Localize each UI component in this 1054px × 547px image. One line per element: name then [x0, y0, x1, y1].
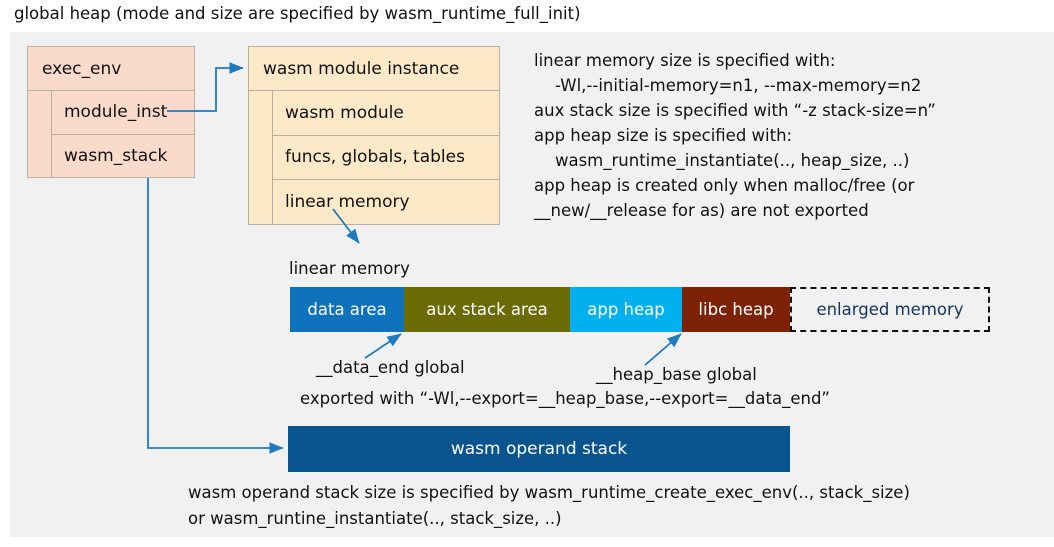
- exec-env-box: exec_env module_inst wasm_stack: [27, 46, 195, 178]
- module-field-linear-memory: linear memory: [285, 192, 410, 213]
- wasm-module-instance-header: wasm module instance: [249, 47, 499, 91]
- exec-env-field-module-inst: module_inst: [52, 91, 194, 135]
- wasm-module-instance-gutter: [249, 91, 273, 225]
- memory-segment-aux-stack-area: aux stack area: [404, 287, 570, 332]
- data-end-annotation: __data_end global: [316, 358, 465, 377]
- memory-segment-app-heap: app heap: [570, 287, 682, 332]
- export-flags-annotation: exported with “-Wl,--export=__heap_base,…: [300, 389, 830, 408]
- operand-stack-size-note: wasm operand stack size is specified by …: [188, 483, 910, 528]
- exec-env-header: exec_env: [28, 47, 194, 91]
- memory-spec-note: linear memory size is specified with: -W…: [534, 51, 936, 220]
- exec-env-fields: module_inst wasm_stack: [52, 91, 194, 178]
- wasm-module-instance-body: wasm module funcs, globals, tables linea…: [249, 91, 499, 225]
- exec-env-field-wasm-stack: wasm_stack: [64, 146, 168, 167]
- wasm-operand-stack-box: wasm operand stack: [288, 426, 790, 472]
- memory-segment-libc-heap: libc heap: [682, 287, 790, 332]
- module-field-wasm-module: wasm module: [273, 91, 499, 136]
- page-title: global heap (mode and size are specified…: [14, 4, 581, 23]
- memory-segment-enlarged-memory: enlarged memory: [790, 287, 990, 332]
- exec-env-gutter: [28, 91, 52, 178]
- heap-base-annotation: __heap_base global: [596, 365, 757, 384]
- wasm-module-instance-box: wasm module instance wasm module funcs, …: [248, 46, 500, 225]
- memory-segment-data-area: data area: [290, 287, 404, 332]
- linear-memory-caption: linear memory: [289, 259, 410, 278]
- exec-env-body: module_inst wasm_stack: [28, 91, 194, 178]
- module-field-funcs-globals-tables: funcs, globals, tables: [273, 136, 499, 181]
- wasm-module-instance-fields: wasm module funcs, globals, tables linea…: [273, 91, 499, 225]
